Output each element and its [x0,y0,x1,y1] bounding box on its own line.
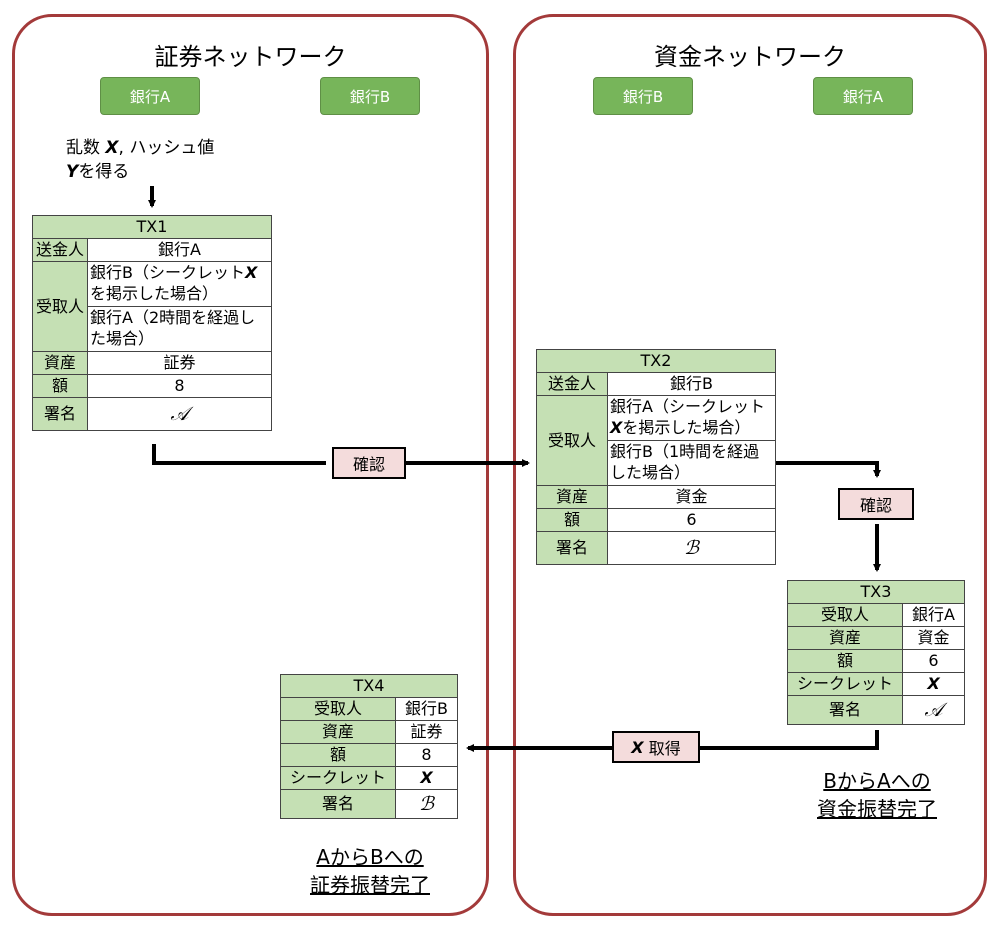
signature-label: 署名 [280,789,396,819]
asset-label: 資産 [536,485,608,509]
asset-value: 資金 [607,485,776,509]
asset-label: 資産 [280,720,396,744]
arrow-tx3-to-obtain [700,730,879,750]
arrow-tx2-to-confirm [776,461,881,478]
receiver-option-2: 銀行B（1時間を経過した場合） [607,440,776,486]
bank-a-node: 銀行A [813,77,913,115]
confirm-box-2: 確認 [838,488,914,520]
signature-label: 署名 [32,397,88,431]
tx-title: TX3 [787,580,965,604]
asset-value: 証券 [87,351,272,375]
arrow-tx1-to-confirm [152,444,326,465]
receiver-value: 銀行B [395,697,458,721]
sender-label: 送金人 [536,372,608,396]
signature-label: 署名 [787,695,903,725]
signature-label: 署名 [536,531,608,565]
tx-title: TX1 [32,215,272,239]
complete-line-1: BからAへの [823,769,931,793]
panel-title: 証券ネットワーク [154,43,347,71]
complete-line-2: 資金振替完了 [817,797,937,821]
secret-label: シークレット [787,672,903,696]
obtain-x-box: X 取得 [612,731,700,763]
hash-y: Y [66,162,79,182]
signature-value: 𝒜 [87,397,272,431]
bank-b-node: 銀行B [320,77,420,115]
panel-title: 資金ネットワーク [654,43,846,71]
confirm-box-1: 確認 [332,447,406,479]
amount-label: 額 [32,374,88,398]
asset-value: 資金 [902,626,965,650]
note-text: 乱数 [66,138,106,158]
complete-line-1: AからBへの [316,845,424,869]
signature-value: ℬ [395,789,458,819]
receiver-option-2: 銀行A（2時間を経過した場合） [87,306,272,352]
obtain-label: 取得 [643,739,681,758]
bank-a-node: 銀行A [100,77,200,115]
receiver-value: 銀行A [902,603,965,627]
tx-title: TX4 [280,674,458,698]
receiver-label: 受取人 [32,261,88,352]
receiver-label: 受取人 [536,395,608,486]
complete-line-2: 証券振替完了 [310,873,430,897]
bank-b-node: 銀行B [593,77,693,115]
confirm-label: 確認 [859,496,892,515]
securities-transfer-complete: AからBへの 証券振替完了 [290,843,450,899]
signature-value: 𝒜 [902,695,965,725]
secret-x: X [105,138,119,158]
amount-label: 額 [787,649,903,673]
note-text: を得る [78,162,130,182]
note-text: , ハッシュ値 [118,138,215,158]
secret-label: シークレット [280,766,396,790]
sender-label: 送金人 [32,238,88,262]
confirm-label: 確認 [352,455,385,474]
receiver-label: 受取人 [787,603,903,627]
secret-x: X [631,737,644,757]
funds-transfer-complete: BからAへの 資金振替完了 [797,767,957,823]
asset-label: 資産 [32,351,88,375]
signature-value: ℬ [607,531,776,565]
hash-note: 乱数 X, ハッシュ値 Yを得る [66,136,214,184]
